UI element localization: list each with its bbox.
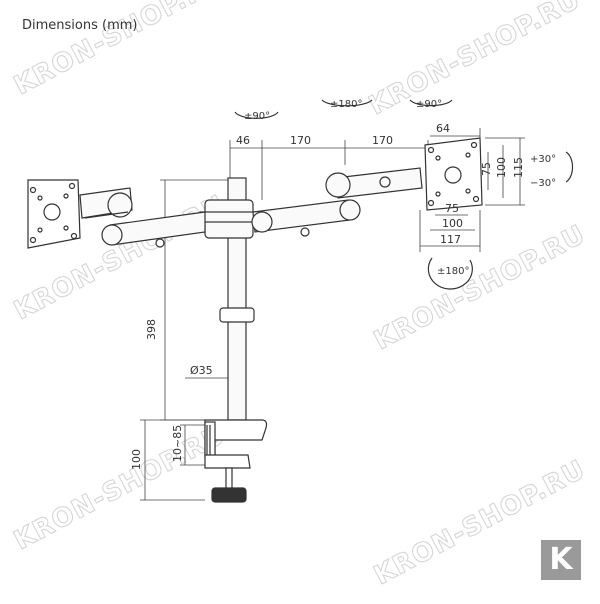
- dim-pole-height: 398: [145, 319, 158, 340]
- arm-assembly: [79, 167, 423, 248]
- dim-vesa-75-v: 75: [480, 162, 493, 176]
- dim-vesa-117: 117: [440, 233, 461, 246]
- left-vesa-plate: [27, 179, 81, 249]
- watermarks: KRON-SHOP.RU KRON-SHOP.RU KRON-SHOP.RU K…: [9, 0, 591, 592]
- diagram-title: Dimensions (mm): [22, 18, 138, 33]
- right-arm-rotation: ±90°: [416, 99, 442, 110]
- cable-clip: [219, 307, 255, 323]
- desk-clamp: [204, 419, 268, 503]
- rotate-arrow-icon: [321, 99, 373, 107]
- dim-arm-offset: 46: [236, 134, 250, 147]
- dim-clamp-height: 100: [130, 449, 143, 470]
- tilt-down-label: −30°: [530, 178, 556, 189]
- watermark-text: KRON-SHOP.RU: [364, 0, 585, 121]
- brand-logo: K: [541, 540, 581, 580]
- tilt-up-label: +30°: [530, 154, 556, 165]
- dim-pole-diameter: Ø35: [190, 364, 213, 377]
- rotate-arrow-icon: [427, 257, 473, 290]
- dim-clamp-range: 10~85: [171, 425, 184, 462]
- rotation-arrows: [234, 99, 574, 290]
- dim-arm-segment-1: 170: [290, 134, 311, 147]
- dim-vesa-115: 115: [512, 157, 525, 178]
- rotate-arrow-icon: [234, 111, 279, 119]
- dim-vesa-offset: 64: [436, 122, 450, 135]
- watermark-text: KRON-SHOP.RU: [9, 0, 230, 101]
- dim-vesa-100-h: 100: [442, 217, 463, 230]
- right-vesa-plate: [424, 137, 483, 211]
- dim-arm-segment-2: 170: [372, 134, 393, 147]
- center-arm-rotation: ±180°: [330, 99, 362, 110]
- monitor-spin-rotation: ±180°: [437, 266, 469, 277]
- dim-vesa-100-v: 100: [495, 157, 508, 178]
- rotate-arrow-icon: [409, 99, 453, 107]
- dim-vesa-75-h: 75: [445, 202, 459, 215]
- watermark-text: KRON-SHOP.RU: [9, 420, 230, 557]
- tilt-arrow-icon: [565, 151, 574, 183]
- left-arm-rotation: ±90°: [244, 111, 270, 122]
